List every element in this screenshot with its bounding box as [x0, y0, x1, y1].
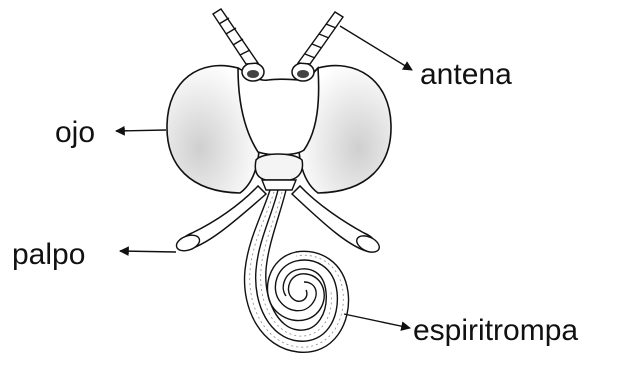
right-antenna-socket-inner	[297, 70, 309, 78]
label-espiritrompa: espiritrompa	[413, 316, 578, 346]
arrow-espiritrompa	[344, 314, 410, 328]
labrum	[262, 180, 296, 190]
left-antenna	[213, 9, 258, 64]
label-ojo: ojo	[55, 118, 95, 148]
label-palpo: palpo	[12, 240, 85, 270]
arrow-ojo	[116, 130, 166, 131]
left-antenna-socket-inner	[247, 70, 259, 78]
clypeus	[255, 154, 302, 180]
arrow-palpo	[120, 251, 176, 252]
label-antena: antena	[420, 60, 512, 90]
right-antenna	[298, 12, 343, 64]
arrow-antena	[340, 26, 412, 70]
